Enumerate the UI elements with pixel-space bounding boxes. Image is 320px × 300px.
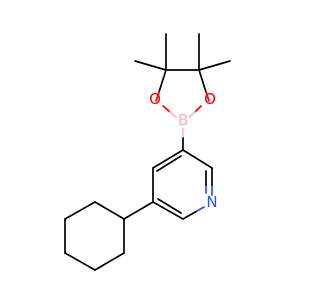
bond-ring-c5-c6-double (157, 198, 182, 214)
bond-ring-c5-c6 (152, 201, 184, 220)
bond-o-b-left-b (169, 111, 177, 118)
bond-c-o-left-o (155, 91, 160, 102)
bond-chex-2 (94, 252, 125, 271)
bond-methyl-2 (134, 60, 167, 71)
atom-label-oxygen-right: O (204, 90, 216, 108)
bond-ring-c6-n (182, 210, 198, 220)
atom-label-nitrogen: N (206, 193, 217, 211)
bond-c-o-right-o (205, 91, 210, 102)
bond-chex-5 (64, 201, 96, 220)
bond-o-b-right-o (194, 105, 202, 113)
bond-ring-c3-c4 (152, 149, 184, 169)
bond-chex-6 (94, 201, 125, 220)
atom-label-boron: B (178, 111, 188, 129)
bond-ring-c3-c4-double (156, 155, 182, 172)
bond-o-b-left-o (162, 105, 171, 113)
bond-c-o-right (198, 69, 207, 93)
bond-pyridine-cyclohexyl (123, 201, 154, 220)
chemical-structure-diagram: O O B N (64, 33, 231, 271)
bond-ring-c6-n-n (196, 206, 205, 212)
bond-chex-3 (64, 252, 96, 271)
bond-ring-c2-c3 (182, 149, 213, 169)
bond-o-b-right-b (188, 111, 196, 118)
bond-c-o-left (158, 69, 167, 93)
atom-label-oxygen-left: O (149, 90, 161, 108)
bond-methyl-4 (198, 60, 231, 71)
